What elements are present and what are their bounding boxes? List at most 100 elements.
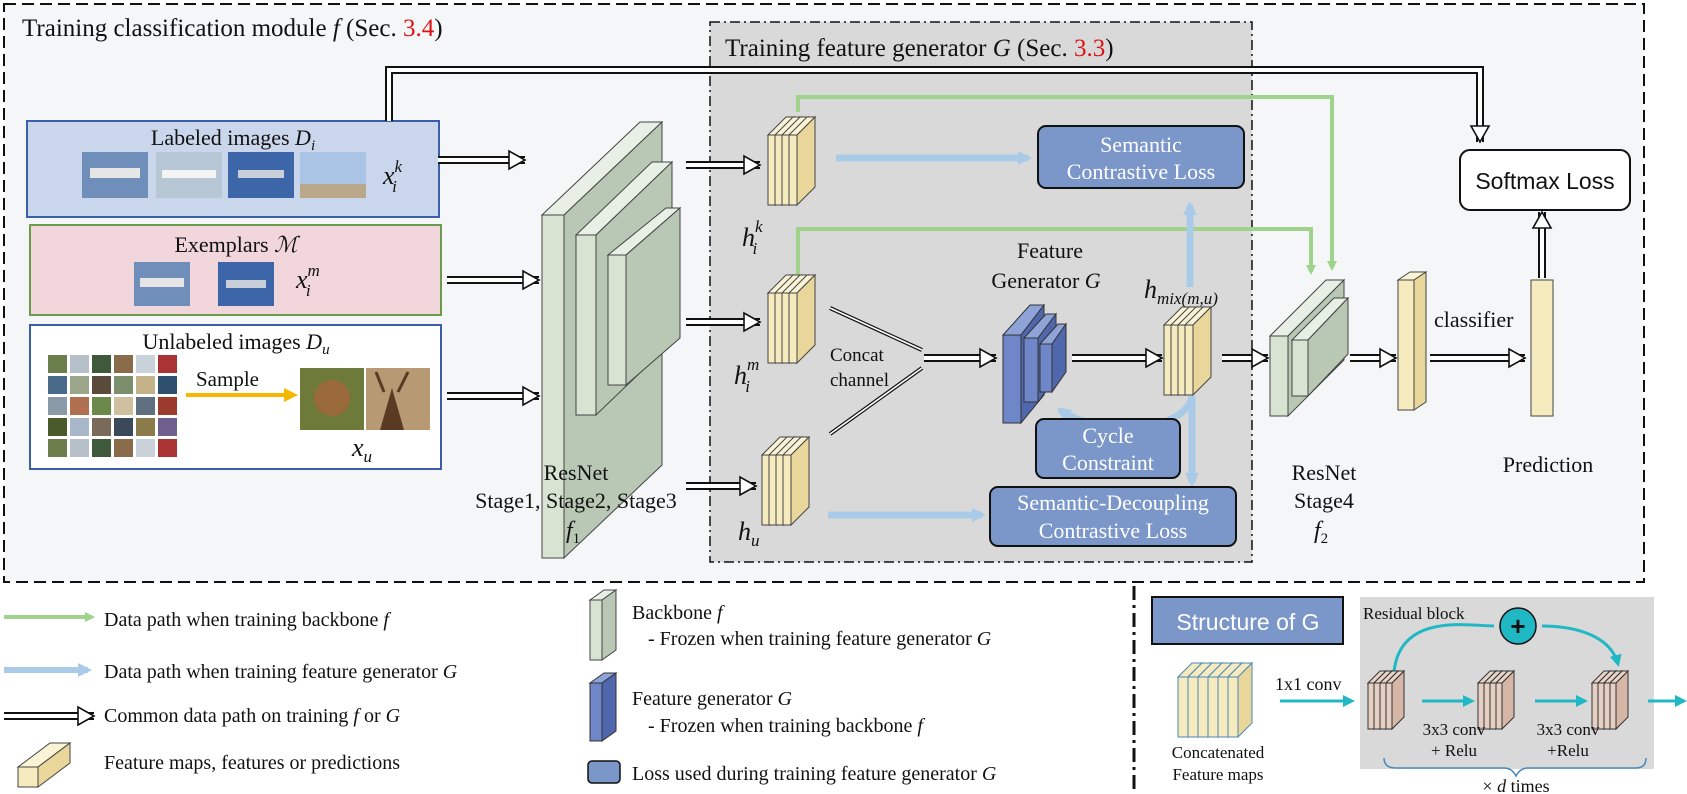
arrow-stage4-to-feature-head (1379, 347, 1398, 369)
green-path-labeled (796, 95, 1337, 271)
legend-loss-text: Loss used during training feature genera… (632, 763, 997, 785)
arrow-unlabeled-to-resnet-head (522, 385, 541, 407)
semantic-loss-box (1037, 125, 1245, 189)
sampled-image-1-subject (314, 380, 350, 416)
arrow-exemplar-to-resnet-head (522, 269, 541, 291)
res-a-slice-0 (1367, 682, 1375, 730)
unlabeled-thumbnail (136, 376, 155, 394)
green-path-exemplar (796, 227, 1316, 276)
cycle-loss-box (1035, 418, 1181, 479)
unlabeled-thumbnail (92, 397, 111, 415)
outer-title: Training classification module f (Sec. 3… (22, 15, 443, 42)
prediction-bar (1530, 279, 1554, 417)
hm-block-side-3 (796, 273, 816, 365)
concat-slice-0 (1177, 676, 1189, 738)
legend-common-arrow (4, 705, 96, 727)
residual-block-label: Residual block (1363, 604, 1465, 623)
hu-block-side-3 (790, 435, 810, 527)
decoupling-loss-l2: Contrastive Loss (1039, 518, 1188, 543)
arrow-prediction-to-softmax-head (1531, 210, 1553, 229)
hmix-block-side-3 (1192, 305, 1212, 397)
softmax-loss-box (1459, 149, 1631, 211)
res-a-slice-2 (1379, 682, 1387, 730)
unlabeled-thumbnail (158, 397, 177, 415)
sample-label: Sample (196, 367, 259, 391)
generator-title: Training feature generator G (Sec. 3.3) (725, 35, 1114, 62)
arrow-classifier-head (1508, 347, 1527, 369)
concat-label-2: channel (830, 370, 889, 391)
structure-title: Structure of G (1176, 609, 1319, 635)
resnet-stage4-block (1268, 278, 1350, 418)
legend-generator-l1: Feature generator G (632, 688, 792, 710)
times-brace (1383, 757, 1647, 778)
legend-green-text: Data path when training backbone f (104, 609, 391, 631)
concat-slice-5 (1227, 676, 1239, 738)
concat-line-top-inner (829, 307, 923, 351)
arrow-to-softmax-head (1469, 125, 1491, 144)
decoupling-loss-l1: Semantic-Decoupling (1017, 490, 1209, 515)
times-label: × d times (1482, 776, 1549, 794)
conv3a-l2: + Relu (1431, 741, 1477, 760)
unlabeled-thumbnail (136, 439, 155, 457)
unlabeled-thumbnail (48, 376, 67, 394)
arrow-generator-to-hmix-head (1145, 347, 1164, 369)
decoupling-loss-box (989, 486, 1237, 547)
hu-block-slice-3 (782, 454, 792, 526)
unlabeled-thumbnail (158, 418, 177, 436)
unlabeled-thumbnail (158, 439, 177, 457)
prediction-label: Prediction (1503, 452, 1593, 477)
feature-hmix: hmix(m,u) (1144, 275, 1218, 308)
concat-slice-3 (1207, 676, 1219, 738)
unlabeled-thumbnail (70, 439, 89, 457)
unlabeled-var: xu (351, 433, 372, 466)
concat-slice-4 (1217, 676, 1229, 738)
legend-loss-icon (587, 760, 621, 784)
unlabeled-thumbnail (92, 376, 111, 394)
concat-slice-side-5 (1237, 661, 1253, 739)
legend-backbone-l2: - Frozen when training feature generator… (648, 628, 992, 650)
unlabeled-thumbnail (48, 397, 67, 415)
resnet1-label-1: ResNet (544, 460, 609, 485)
legend-generator-l2: - Frozen when training backbone f (648, 715, 925, 737)
unlabeled-thumbnail (92, 439, 111, 457)
labeled-image-2-plane (162, 170, 216, 178)
unlabeled-thumbnail (136, 397, 155, 415)
labeled-images-label: Labeled images Di (151, 125, 315, 154)
conv3a-l1: 3x3 conv (1423, 720, 1486, 739)
unlabeled-thumbnail (136, 418, 155, 436)
concat-maps-l1: Concatenated (1172, 743, 1265, 762)
labeled-image-1-plane (90, 168, 140, 178)
residual-add-node (1499, 607, 1537, 645)
res-b-slice-3 (1495, 682, 1503, 730)
hk-block-side-3 (796, 115, 816, 207)
legend-feature-icon (16, 742, 72, 788)
unlabeled-thumbnail (70, 418, 89, 436)
exemplar-image-1-plane (140, 278, 184, 287)
unlabeled-thumbnail (70, 376, 89, 394)
res-b-slice-2 (1489, 682, 1497, 730)
arrow-to-softmax-inner (387, 68, 1482, 142)
unlabeled-thumbnail (92, 355, 111, 373)
resnet1-label-2: Stage1, Stage2, Stage3 (475, 488, 677, 513)
semantic-loss-l2: Contrastive Loss (1067, 159, 1216, 184)
unlabeled-thumbnail (48, 439, 67, 457)
stage4-feature (1396, 271, 1428, 411)
legend-backbone-l1: Backbone f (632, 602, 725, 624)
generator-label-2: Generator G (991, 268, 1100, 293)
unlabeled-thumbnail (92, 418, 111, 436)
unlabeled-thumbnail (70, 355, 89, 373)
residual-skip-arc (1392, 623, 1618, 672)
unlabeled-thumbnail (48, 355, 67, 373)
concat-maps-l2: Feature maps (1172, 765, 1263, 784)
res-a-side-3 (1391, 669, 1405, 731)
res-c-side-3 (1615, 669, 1629, 731)
resnet2-symbol: f2 (1314, 518, 1328, 547)
arrow-to-hk-head (743, 154, 762, 176)
arrow-hmix-to-stage4-head (1251, 347, 1270, 369)
resnet1-symbol: f1 (566, 518, 580, 547)
feature-generator-block (1001, 303, 1067, 425)
